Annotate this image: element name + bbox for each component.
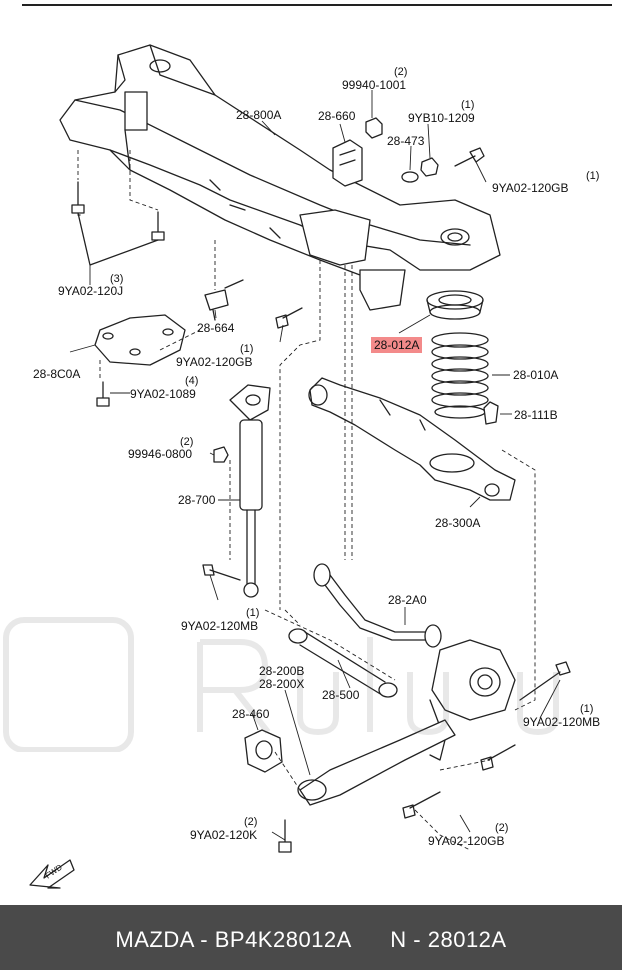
qty-9ya02-120mb-right: (1)	[580, 703, 594, 715]
lateral-link-28-500	[288, 628, 398, 698]
fwd-arrow	[29, 859, 75, 889]
qty-99946-0800: (2)	[180, 436, 194, 448]
shock-absorber-28-700	[229, 384, 271, 598]
label-28-300a: 28-300A	[435, 516, 481, 530]
qty-9ya02-1089: (4)	[185, 375, 199, 387]
qty-9ya02-120j: (3)	[110, 273, 124, 285]
label-99946-0800: 99946-0800	[128, 447, 193, 461]
label-9ya02-1089: 9YA02-1089	[130, 387, 196, 401]
qty-9ya02-120gb-mid: (1)	[240, 343, 254, 355]
top-border-line	[22, 4, 612, 6]
lower-arm-28-300a	[308, 377, 516, 501]
label-28-010a: 28-010A	[513, 368, 559, 382]
trailing-link-28-200	[297, 719, 456, 806]
label-28-800a: 28-800A	[236, 108, 282, 122]
footer-bar: MAZDA - BP4K28012A N - 28012A	[0, 905, 622, 970]
label-9ya02-120gb-top: 9YA02-120GB	[492, 181, 569, 195]
subframe-crossmember	[59, 44, 501, 311]
footer-part-number: MAZDA - BP4K28012A N - 28012A	[115, 927, 507, 952]
qty-9yb10-1209: (1)	[461, 99, 475, 111]
qty-9ya02-120k: (2)	[244, 816, 258, 828]
label-99940-1001: 99940-1001	[342, 78, 407, 92]
label-9ya02-120mb-left: 9YA02-120MB	[181, 619, 259, 633]
label-9ya02-120gb-mid: 9YA02-120GB	[176, 355, 253, 369]
parts-diagram	[29, 44, 571, 889]
label-9yb10-1209: 9YB10-1209	[408, 111, 475, 125]
bolts-9ya02-120j	[71, 181, 165, 266]
label-28-700: 28-700	[178, 493, 216, 507]
qty-9ya02-120gb-top: (1)	[586, 170, 600, 182]
label-9ya02-120j: 9YA02-120J	[58, 284, 124, 298]
label-9ya02-120gb-bottom: 9YA02-120GB	[428, 834, 505, 848]
label-28-473: 28-473	[387, 134, 425, 148]
label-28-200b: 28-200B	[259, 664, 305, 678]
label-28-460: 28-460	[232, 707, 270, 721]
coil-spring-28-010a	[431, 332, 489, 419]
bushing-28-460	[244, 729, 283, 773]
upper-link-28-2a0	[313, 563, 442, 648]
part-28-660-bracket	[332, 139, 363, 187]
label-9ya02-120mb-right: 9YA02-120MB	[523, 715, 601, 729]
highlight-28-012a: 28-012A	[371, 337, 423, 353]
label-28-660: 28-660	[318, 109, 356, 123]
label-28-664: 28-664	[197, 321, 235, 335]
qty-9ya02-120mb-left: (1)	[246, 607, 260, 619]
label-28-111b: 28-111B	[514, 408, 558, 422]
qty-9ya02-120gb-bottom: (2)	[495, 822, 509, 834]
label-9ya02-120k: 9YA02-120K	[190, 828, 258, 842]
part-28-664	[204, 279, 244, 321]
label-28-8c0a: 28-8C0A	[33, 367, 81, 381]
part-28-8c0a-plate	[94, 314, 186, 366]
label-28-2a0: 28-2A0	[388, 593, 427, 607]
label-28-012a: 28-012A	[371, 337, 423, 353]
label-28-500: 28-500	[322, 688, 360, 702]
qty-99940-1001: (2)	[394, 66, 408, 78]
spring-seat-28-012a	[426, 290, 484, 320]
knuckle	[429, 639, 516, 761]
nut-99940	[365, 117, 383, 139]
label-28-200x: 28-200X	[259, 677, 305, 691]
